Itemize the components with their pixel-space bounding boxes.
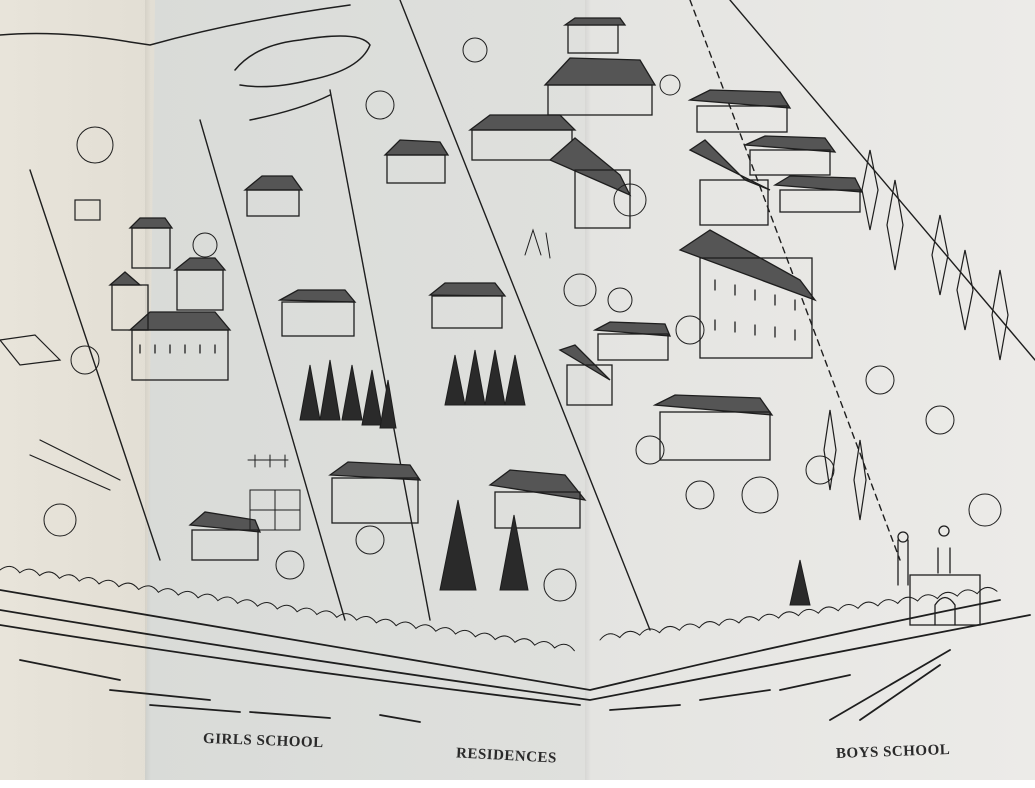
buildings xyxy=(108,17,981,626)
gate-structure xyxy=(897,525,981,626)
brochure-panel-left xyxy=(0,0,160,780)
road-fence xyxy=(0,589,1031,723)
hills-sketch xyxy=(0,4,371,121)
deciduous-trees xyxy=(43,37,1002,602)
trees xyxy=(299,349,811,606)
left-outbuilding xyxy=(0,199,121,491)
background-surface xyxy=(0,780,1035,788)
poplar-trees xyxy=(823,149,1009,521)
cottage-girls xyxy=(188,511,262,561)
fold-crease-right xyxy=(585,0,591,780)
boys-school-main-building xyxy=(678,229,817,359)
hedge-sketch xyxy=(0,565,998,652)
girls-school-garden xyxy=(247,228,551,531)
girls-school-building xyxy=(108,217,232,381)
fold-crease-left xyxy=(145,0,151,780)
brochure-panel-right xyxy=(585,0,1035,780)
